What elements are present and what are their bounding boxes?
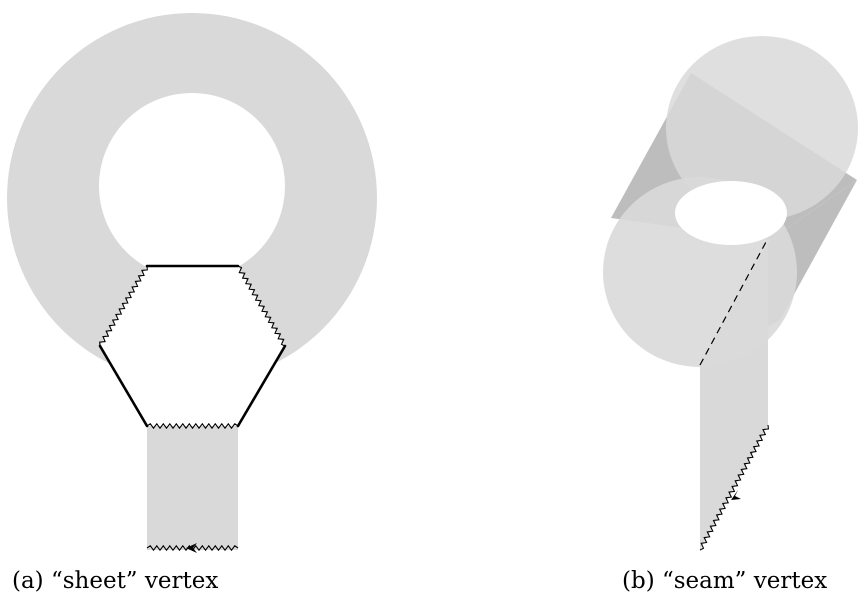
arrow-head-icon: [186, 543, 197, 553]
strip-surface: [147, 426, 238, 550]
hexagon-hole: [100, 266, 285, 426]
hexagon-solid-edges: [98, 264, 287, 428]
annulus-surface: [7, 13, 377, 383]
cylinder-back-rim: [666, 36, 858, 220]
panel-b-seam-vertex: [603, 36, 858, 551]
seam-arrow-head-icon: [731, 490, 741, 500]
panel-a-sheet-vertex: [7, 13, 377, 553]
cylinder-opening: [675, 181, 787, 245]
wavy-edge-seam-strip: [699, 424, 770, 551]
wavy-edge-upper-left: [99, 265, 148, 347]
caption-seam-vertex: (b) “seam” vertex: [622, 568, 828, 594]
caption-sheet-vertex: (a) “sheet” vertex: [12, 568, 219, 594]
wavy-edge-upper-right: [237, 265, 286, 347]
wavy-edge-bottom: [146, 422, 239, 430]
